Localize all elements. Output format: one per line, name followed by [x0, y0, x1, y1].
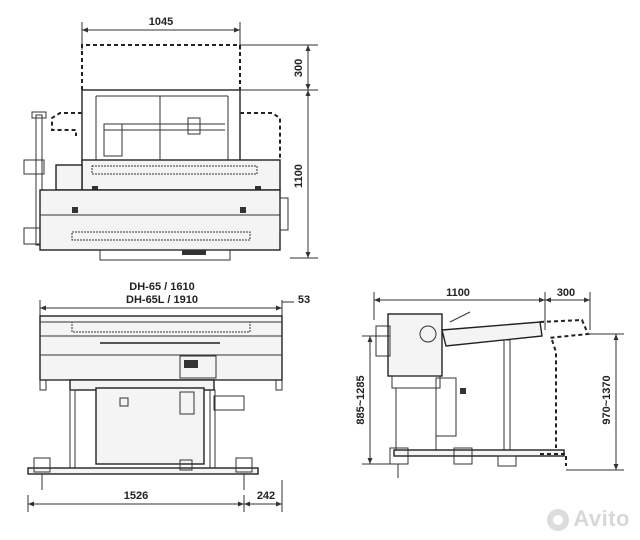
dim-front-base-ext: 242 — [257, 490, 275, 502]
dim-front-model-2: DH-65L / 1910 — [126, 294, 198, 306]
dim-side-height-range: 885~1285 — [355, 375, 367, 424]
front-view: DH-65 / 1610 DH-65L / 1910 53 — [27, 281, 310, 512]
dim-top-width: 1045 — [149, 16, 173, 28]
dim-top-height-ext: 300 — [293, 59, 305, 77]
avito-watermark: Avito — [547, 506, 630, 532]
dim-front-base: 1526 — [124, 490, 148, 502]
dim-side-height-range-ext: 970~1370 — [601, 375, 613, 424]
dim-side-width: 1100 — [446, 287, 470, 299]
avito-logo-icon — [547, 509, 570, 532]
side-view: 1100 300 885~1285 — [355, 287, 624, 478]
watermark-brand: Avito — [573, 506, 630, 531]
top-view: 1045 — [23, 16, 318, 261]
dim-top-height: 1100 — [293, 164, 305, 188]
dim-front-offset: 53 — [298, 294, 310, 306]
dim-front-model-1: DH-65 / 1610 — [129, 281, 194, 293]
dim-side-ext: 300 — [557, 287, 575, 299]
